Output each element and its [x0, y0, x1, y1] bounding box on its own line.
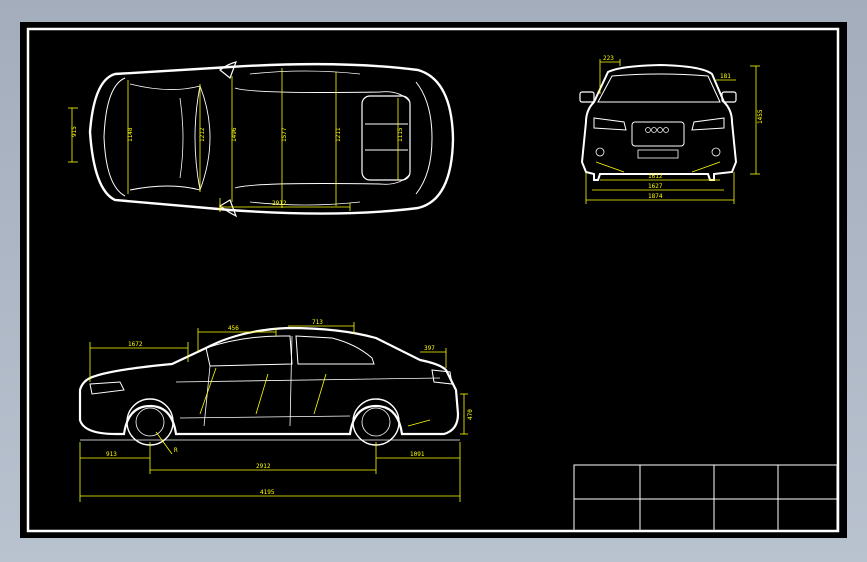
dim-top-inner-a: 1148 [127, 127, 134, 142]
front-view-outline [579, 63, 738, 181]
drawing-canvas: 915 1148 1212 1496 1577 1211 1115 2912 [20, 22, 847, 538]
dim-top-inner-b: 1212 [199, 127, 206, 142]
top-view-dimension-text: 915 1148 1212 1496 1577 1211 1115 2912 [71, 126, 404, 207]
side-view-outline [78, 326, 460, 446]
side-view: 1672 456 713 397 470 913 2912 1091 4195 … [78, 319, 474, 502]
drawing-frame [26, 27, 840, 533]
dim-top-inner-c: 1496 [231, 127, 238, 142]
dim-front-track: 1612 [648, 173, 663, 180]
dim-top-inner-f: 1115 [397, 127, 404, 142]
dim-front-top-left: 223 [603, 55, 614, 62]
dim-side-wheelbase: 2912 [256, 463, 271, 470]
title-block [573, 464, 838, 532]
side-view-dimension-text: 1672 456 713 397 470 913 2912 1091 4195 … [106, 319, 474, 496]
dim-front-height: 1455 [757, 109, 764, 124]
cad-drawing: 915 1148 1212 1496 1577 1211 1115 2912 [26, 27, 840, 533]
dim-front-mirror-width: 1874 [648, 193, 663, 200]
dim-top-inner-d: 1577 [281, 127, 288, 142]
dim-side-overall-length: 4195 [260, 489, 275, 496]
dim-side-ground-clearance: 470 [467, 409, 474, 420]
dim-side-front-overhang: 913 [106, 451, 117, 458]
side-view-dimension-lines [79, 322, 468, 502]
top-view: 915 1148 1212 1496 1577 1211 1115 2912 [68, 61, 455, 218]
front-view-dimension-lines [585, 59, 760, 204]
dim-top-inner-e: 1211 [335, 127, 342, 142]
dim-front-top-right: 181 [720, 73, 731, 80]
top-view-dimension-lines [68, 68, 399, 212]
front-view-dimension-text: 223 181 1455 1612 1627 1874 [603, 55, 764, 200]
dim-front-overall-width: 1627 [648, 183, 663, 190]
dim-side-front-hood: 1672 [128, 341, 143, 348]
dim-side-roof-front: 456 [228, 325, 239, 332]
dim-side-roof-rear: 713 [312, 319, 323, 326]
top-view-outline [88, 61, 455, 218]
dim-side-rear-overhang: 1091 [410, 451, 425, 458]
dim-side-rear-deck: 397 [424, 345, 435, 352]
dim-top-left-width: 915 [71, 126, 78, 137]
dim-top-bottom-segment: 2912 [272, 200, 287, 207]
dim-side-wheel-radius: R [174, 447, 178, 454]
front-view: 223 181 1455 1612 1627 1874 [579, 55, 764, 204]
